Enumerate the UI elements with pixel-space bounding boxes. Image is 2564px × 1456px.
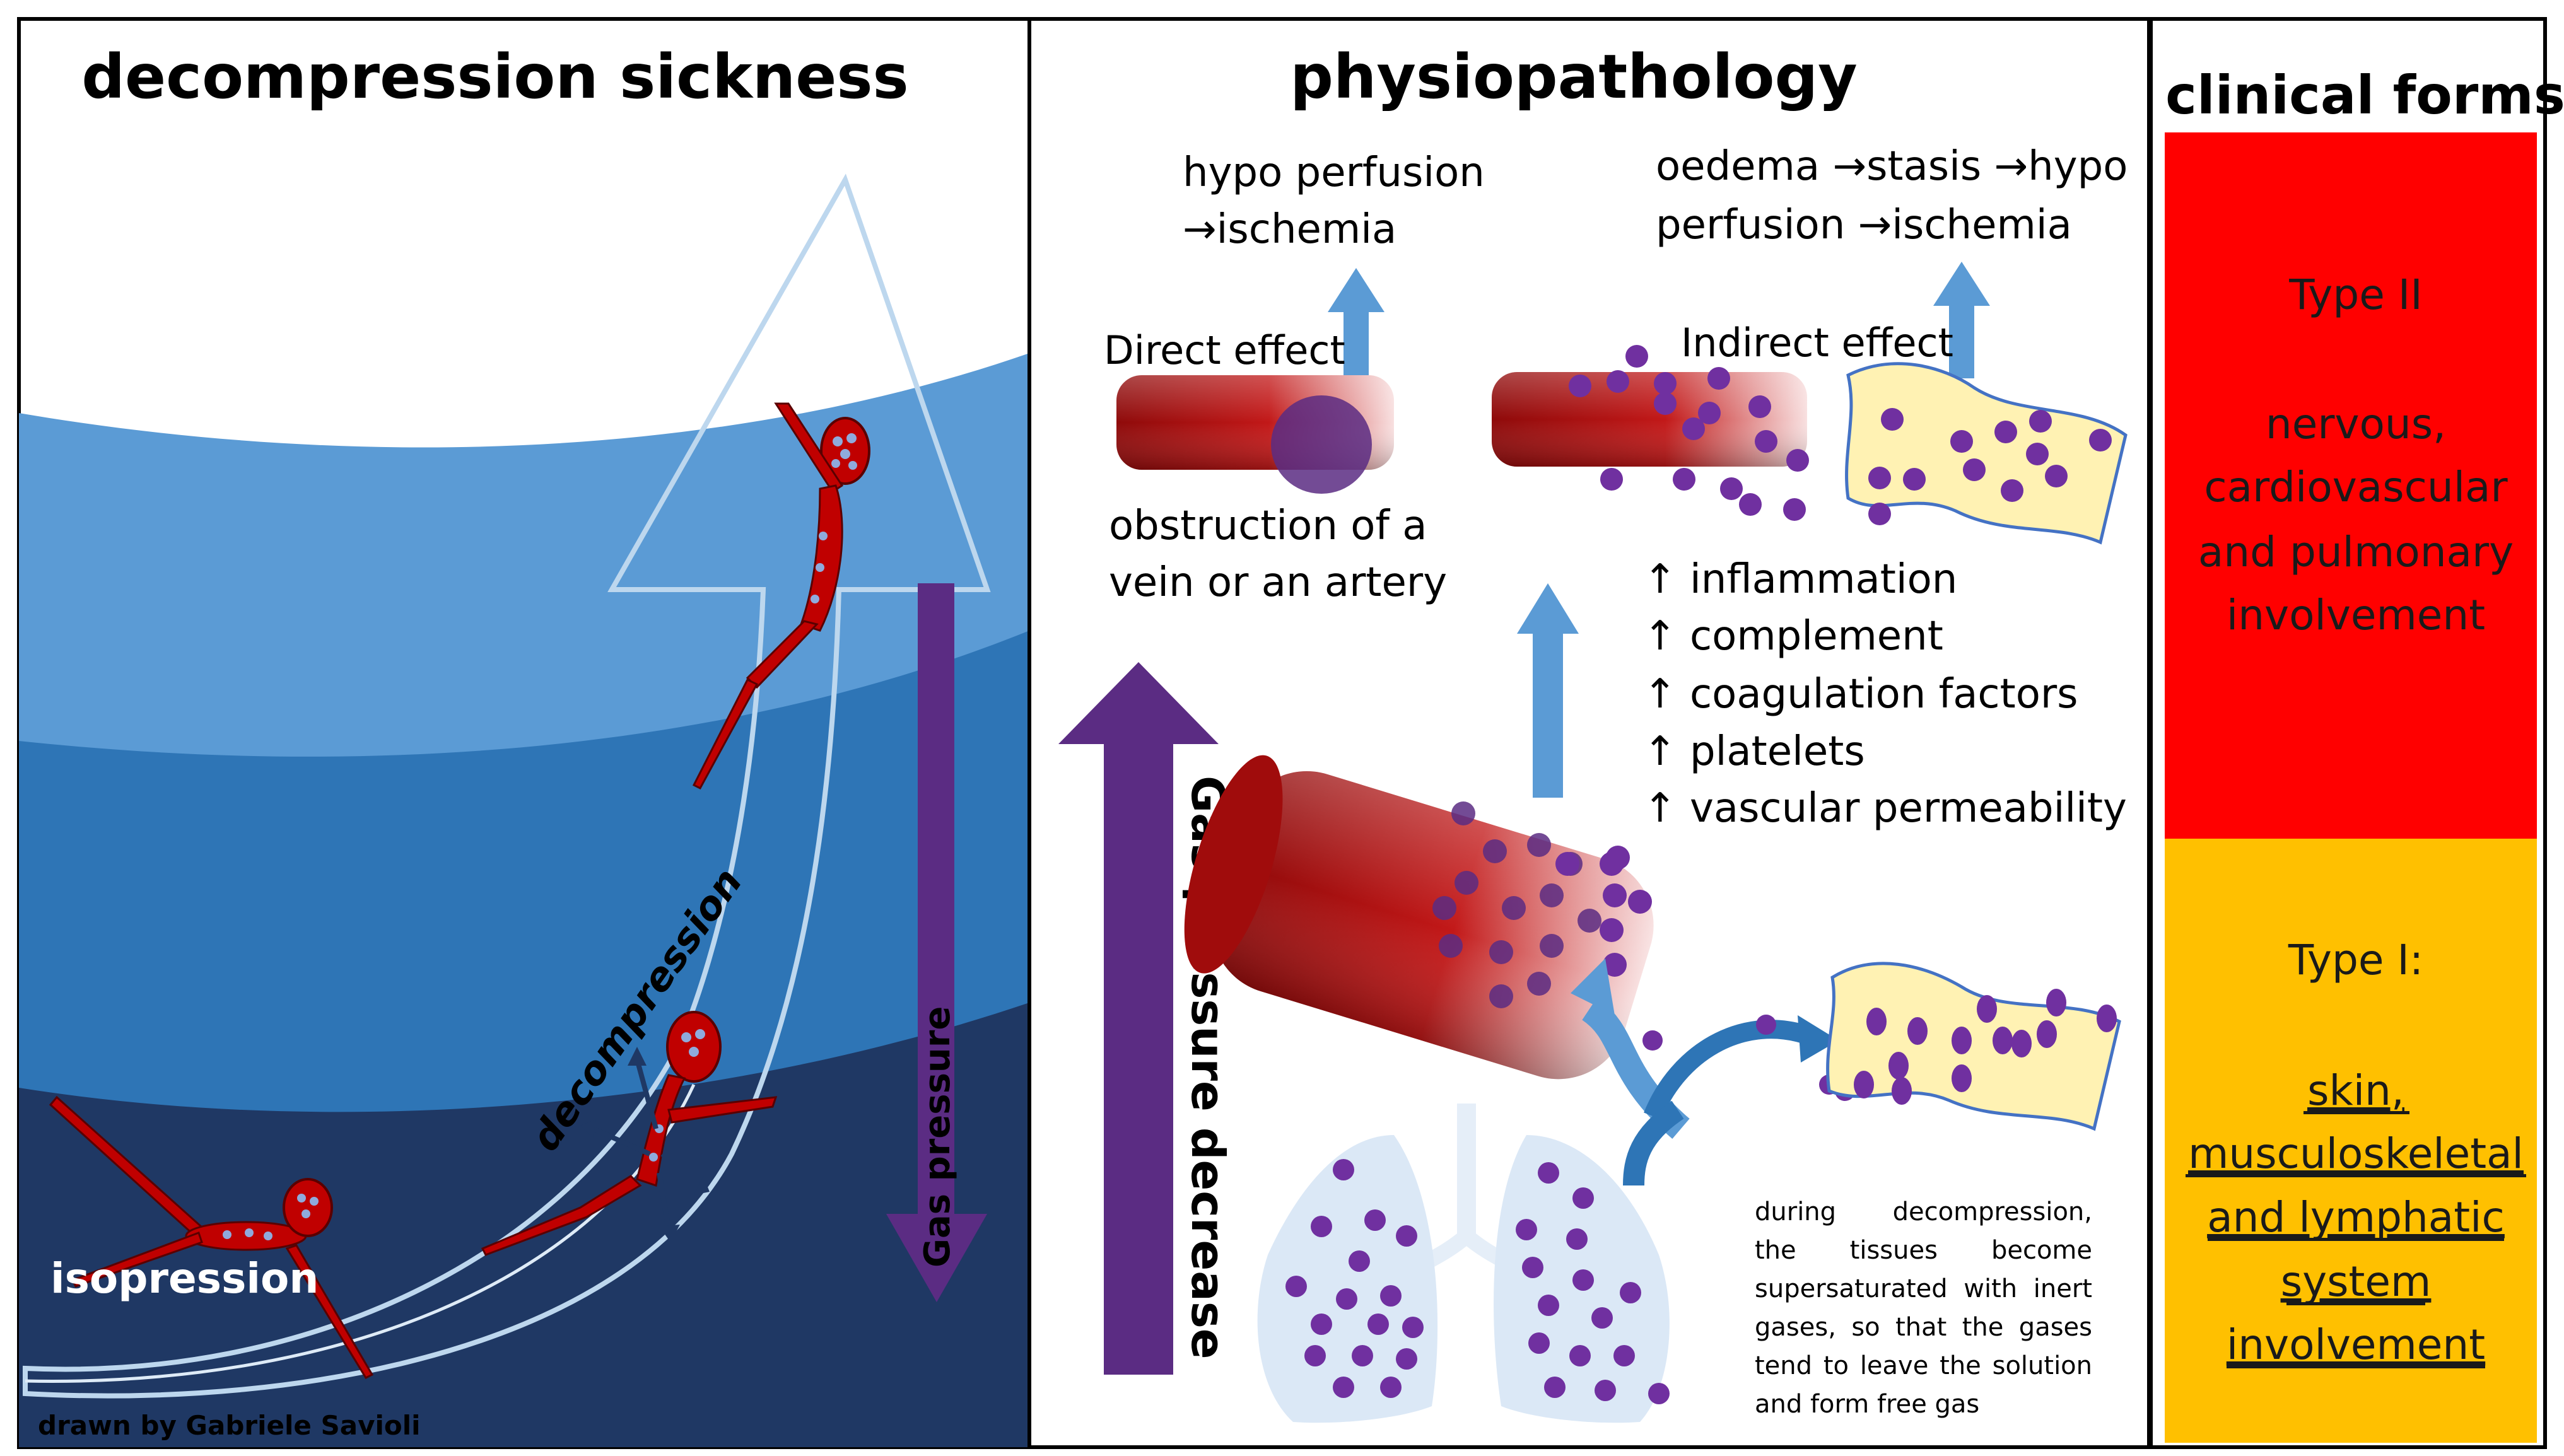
factor-coagulation: ↑ coagulation factors bbox=[1643, 671, 2078, 718]
ascent-arrow-outline bbox=[23, 173, 991, 1399]
right-panel-title: clinical forms bbox=[2165, 64, 2564, 126]
type1-line2: musculoskeletal bbox=[2188, 1129, 2524, 1178]
diver-middle bbox=[481, 1011, 778, 1256]
direct-effect-arrow bbox=[1328, 268, 1384, 378]
type1-block bbox=[2165, 839, 2537, 1443]
decompression-explanation: during decompression, the tissues become… bbox=[1755, 1193, 2092, 1424]
tissue-top bbox=[1845, 362, 2128, 545]
type2-line3: and pulmonary bbox=[2198, 528, 2514, 576]
factor-permeability: ↑ vascular permeability bbox=[1643, 785, 2127, 832]
paragraph-line: the tissues become bbox=[1755, 1236, 2092, 1265]
tissue-bottom bbox=[1826, 962, 2121, 1131]
vessel-bubbles bbox=[1432, 801, 1601, 1008]
paragraph-line: tend to leave the solution bbox=[1755, 1351, 2092, 1380]
type2-block bbox=[2165, 132, 2537, 839]
paragraph-line: and form free gas bbox=[1755, 1390, 1980, 1419]
type1-list: skin, musculoskeletal and lymphatic syst… bbox=[2188, 1066, 2524, 1369]
paragraph-line: gases, so that the gases bbox=[1755, 1313, 2092, 1342]
indirect-outcome-line1: oedema →stasis →hypo bbox=[1656, 143, 2128, 190]
indirect-effect-arrow bbox=[1933, 262, 1990, 378]
isopression-label: isopression bbox=[50, 1254, 319, 1303]
type1-underlines bbox=[2186, 1111, 2526, 1368]
right-panel: clinical forms Type II nervous, cardiova… bbox=[2149, 17, 2564, 1449]
paragraph-line: during decompression, bbox=[1755, 1197, 2092, 1226]
obstruction-line1: obstruction of a bbox=[1109, 503, 1427, 549]
type1-line5: involvement bbox=[2227, 1320, 2485, 1369]
credit-text: drawn by Gabriele Savioli bbox=[38, 1410, 421, 1441]
direct-effect-label: Direct effect bbox=[1104, 327, 1345, 373]
paragraph-line: supersaturated with inert bbox=[1755, 1274, 2092, 1303]
type2-line2: cardiovascular bbox=[2204, 463, 2508, 511]
gas-pressure-decrease-arrow bbox=[1058, 662, 1219, 1375]
direct-outcome-line2: →ischemia bbox=[1183, 206, 1396, 253]
type1-line1: skin, bbox=[2307, 1066, 2404, 1115]
gas-pressure-label: Gas pressure bbox=[917, 1006, 958, 1267]
middle-panel-title: physiopathology bbox=[1290, 42, 1857, 112]
factor-complement: ↑ complement bbox=[1643, 613, 1943, 660]
indirect-effect-label: Indirect effect bbox=[1681, 320, 1953, 366]
gas-pressure-arrow bbox=[886, 583, 987, 1302]
type1-heading: Type I: bbox=[2288, 936, 2423, 984]
lung-to-vessel-arrow bbox=[1571, 958, 1839, 1186]
escaping-bubbles bbox=[1555, 846, 1652, 977]
indirect-outcome-line2: perfusion →ischemia bbox=[1656, 202, 2072, 248]
left-panel: decompression sickness decompression iso… bbox=[17, 17, 1031, 1449]
type2-line1: nervous, bbox=[2266, 400, 2446, 448]
obstructed-vessel bbox=[1116, 375, 1394, 494]
factor-inflammation: ↑ inflammation bbox=[1643, 556, 1957, 603]
central-up-arrow bbox=[1517, 583, 1579, 798]
direct-outcome-line1: hypo perfusion bbox=[1183, 149, 1485, 196]
lungs bbox=[1257, 1104, 1670, 1423]
left-panel-title: decompression sickness bbox=[81, 42, 908, 112]
type1-line3: and lymphatic bbox=[2207, 1193, 2505, 1242]
bubble-vessel-small bbox=[1492, 345, 1809, 521]
factor-platelets: ↑ platelets bbox=[1643, 728, 1865, 775]
obstruction-line2: vein or an artery bbox=[1109, 559, 1447, 606]
type2-heading: Type II bbox=[2288, 271, 2423, 319]
diver-bottom bbox=[49, 1095, 374, 1379]
type1-line4: system bbox=[2281, 1257, 2432, 1306]
middle-panel: physiopathology hypo perfusion →ischemia… bbox=[1027, 17, 2151, 1449]
type2-line4: involvement bbox=[2227, 591, 2485, 639]
diver-top bbox=[692, 402, 870, 789]
